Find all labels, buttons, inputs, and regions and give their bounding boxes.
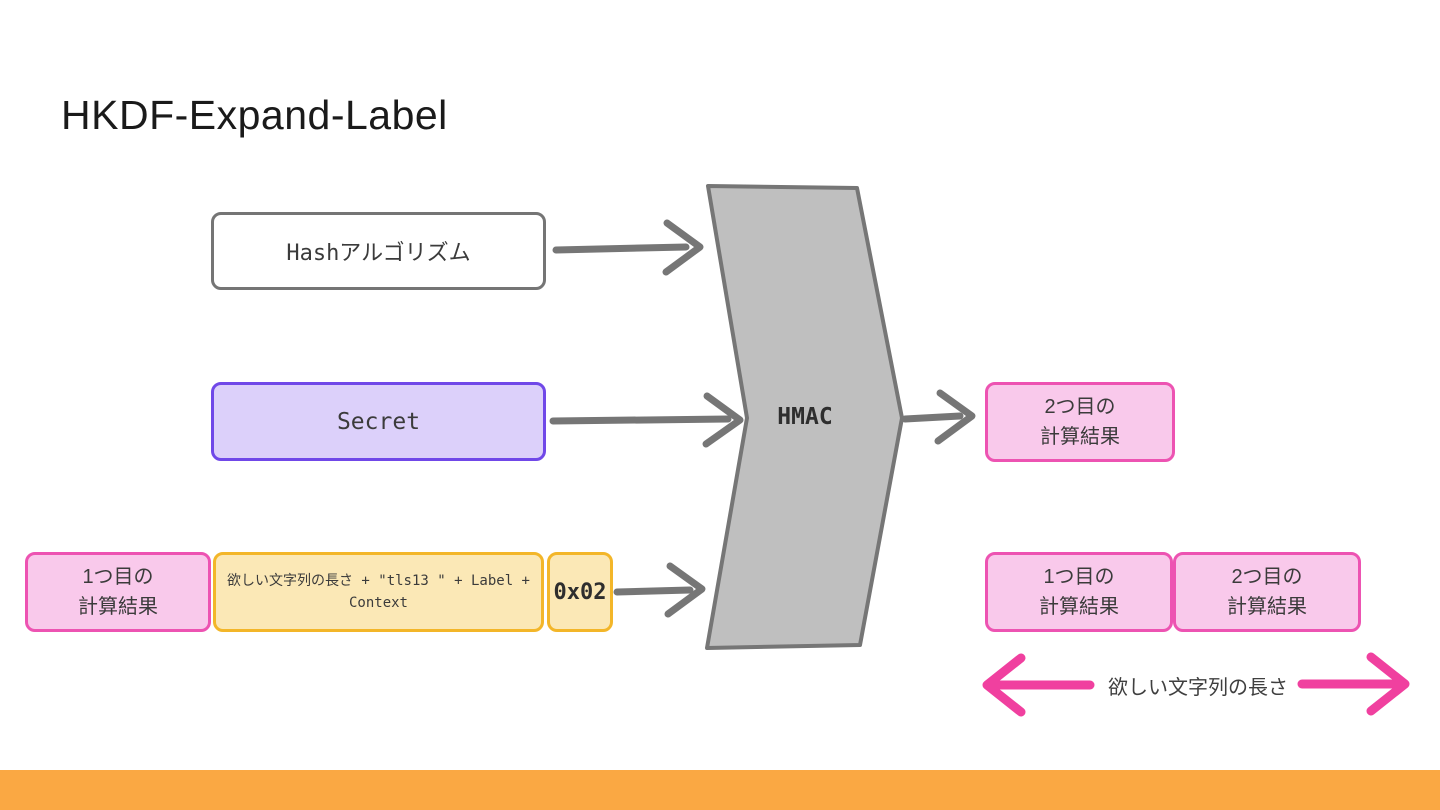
output-first-line2: 計算結果 — [1039, 596, 1119, 618]
output-second-line1: 2つ目の — [1231, 566, 1303, 588]
page-title: HKDF-Expand-Label — [61, 92, 448, 138]
arrow-message-to-hmac — [613, 562, 706, 618]
output-second-result-box: 2つ目の 計算結果 — [1173, 552, 1361, 632]
hkdf-label-line2: Context — [348, 595, 408, 611]
measure-arrow-right — [1297, 652, 1410, 716]
first-result-line2: 計算結果 — [78, 596, 158, 618]
prefix-byte-label: 0x02 — [553, 579, 607, 605]
hmac-shape — [705, 184, 904, 650]
footer-accent-bar — [0, 770, 1440, 810]
secret-label: Secret — [336, 408, 421, 435]
output-first-line1: 1つ目の — [1043, 566, 1115, 588]
secret-box: Secret — [211, 382, 546, 461]
hkdf-label-line1: 欲しい文字列の長さ + "tls13 " + Label + — [226, 573, 530, 589]
measure-arrow-left — [982, 653, 1095, 717]
hkdf-label-box: 欲しい文字列の長さ + "tls13 " + Label + Context — [213, 552, 544, 632]
second-result-line1: 2つ目の — [1044, 396, 1116, 418]
hash-algorithm-label: Hashアルゴリズム — [286, 241, 471, 266]
prefix-byte-box: 0x02 — [547, 552, 613, 632]
output-first-result-box: 1つ目の 計算結果 — [985, 552, 1173, 632]
measure-label: 欲しい文字列の長さ — [1108, 677, 1288, 699]
output-second-line2: 計算結果 — [1227, 596, 1307, 618]
arrow-secret-to-hmac — [549, 392, 744, 448]
second-result-line2: 計算結果 — [1040, 426, 1120, 448]
hmac-label: HMAC — [777, 404, 833, 430]
first-result-input-box: 1つ目の 計算結果 — [25, 552, 211, 632]
arrow-hmac-to-output — [901, 389, 976, 445]
first-result-line1: 1つ目の — [82, 566, 154, 588]
second-result-output-box: 2つ目の 計算結果 — [985, 382, 1175, 462]
hash-algorithm-box: Hashアルゴリズム — [211, 212, 546, 290]
arrow-hash-to-hmac — [552, 219, 704, 276]
